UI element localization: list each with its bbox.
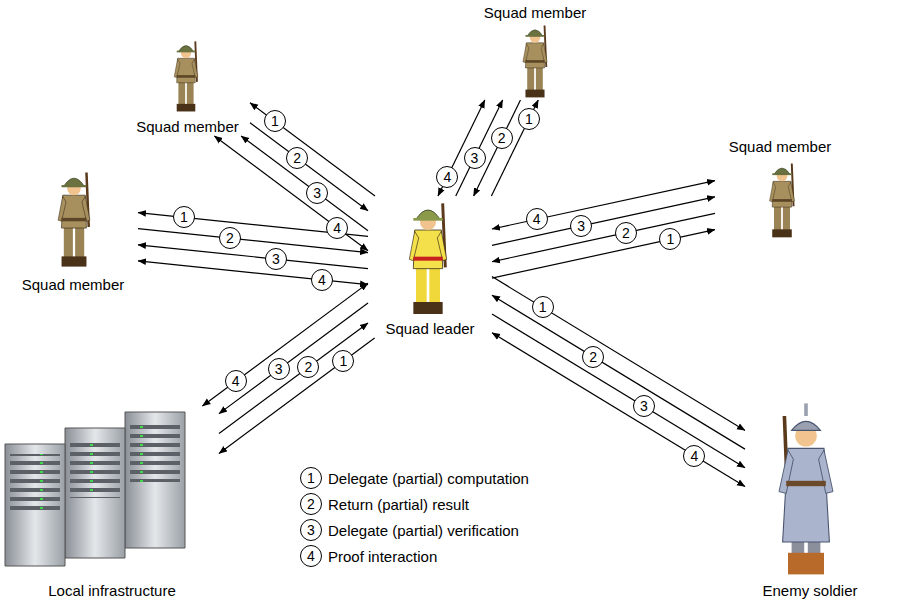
message-arrow (138, 261, 368, 285)
step-number: 4 (300, 545, 322, 567)
soldier-figure (174, 41, 198, 111)
step-number: 4 (225, 370, 247, 392)
step-number: 1 (173, 206, 195, 228)
figure-label: Squad member (20, 276, 127, 294)
step-number: 3 (300, 519, 322, 541)
figure-label: Local infrastructure (46, 582, 178, 600)
soldier-figure (58, 173, 90, 267)
step-number: 3 (306, 182, 328, 204)
step-number: 4 (683, 445, 705, 467)
step-number: 4 (436, 166, 458, 188)
message-arrow (456, 100, 503, 196)
figure-label: Squad leader (383, 320, 476, 338)
legend-row: 2 Return (partial) result (300, 492, 469, 516)
figure-node: Squad member (125, 36, 250, 136)
message-arrow (492, 333, 745, 487)
figure-label: Squad member (727, 138, 834, 156)
step-number: 1 (300, 467, 322, 489)
step-number: 2 (615, 222, 637, 244)
step-number: 1 (264, 110, 286, 132)
step-number: 2 (286, 147, 308, 169)
figure-node: Squad member (715, 138, 845, 244)
legend-row: 4 Proof interaction (300, 544, 437, 568)
legend-text: Delegate (partial) verification (328, 522, 519, 539)
leader-figure (409, 203, 446, 314)
step-number: 3 (265, 248, 287, 270)
figure-label: Enemy soldier (760, 582, 859, 600)
figure-label: Squad member (482, 4, 589, 22)
step-number: 2 (300, 493, 322, 515)
step-number: 2 (219, 227, 241, 249)
enemy-figure (779, 403, 833, 574)
message-arrow (219, 303, 368, 414)
soldier-figure (523, 25, 547, 97)
soldier-figure (770, 164, 795, 238)
legend-text: Return (partial) result (328, 496, 469, 513)
figure-label: Squad member (134, 118, 241, 136)
message-arrow (492, 277, 745, 431)
step-number: 3 (464, 147, 486, 169)
step-number: 3 (268, 358, 290, 380)
step-number: 4 (326, 217, 348, 239)
legend-row: 3 Delegate (partial) verification (300, 518, 519, 542)
step-number: 4 (311, 269, 333, 291)
message-arrow (214, 136, 368, 251)
legend-text: Delegate (partial) computation (328, 470, 529, 487)
figure-node: Squad member (470, 4, 600, 100)
step-number: 1 (659, 228, 681, 250)
legend-text: Proof interaction (328, 548, 437, 565)
figure-node: Squad leader (368, 196, 492, 338)
step-number: 3 (633, 395, 655, 417)
message-arrow (202, 283, 368, 406)
step-number: 1 (332, 350, 354, 372)
step-number: 2 (582, 346, 604, 368)
step-number: 1 (518, 108, 540, 130)
step-number: 2 (491, 127, 513, 149)
figure-node: Squad member (8, 166, 138, 294)
legend-row: 1 Delegate (partial) computation (300, 466, 529, 490)
message-arrow (219, 323, 368, 434)
server-rack (5, 412, 185, 566)
message-arrow (492, 295, 745, 449)
step-number: 3 (570, 215, 592, 237)
step-number: 2 (297, 356, 319, 378)
message-arrow (250, 123, 368, 211)
figure-node: Enemy soldier (745, 396, 875, 600)
message-arrow (241, 136, 368, 231)
figure-node: Local infrastructure (5, 406, 219, 600)
step-number: 1 (532, 296, 554, 318)
step-number: 4 (526, 208, 548, 230)
message-arrow (492, 314, 745, 468)
